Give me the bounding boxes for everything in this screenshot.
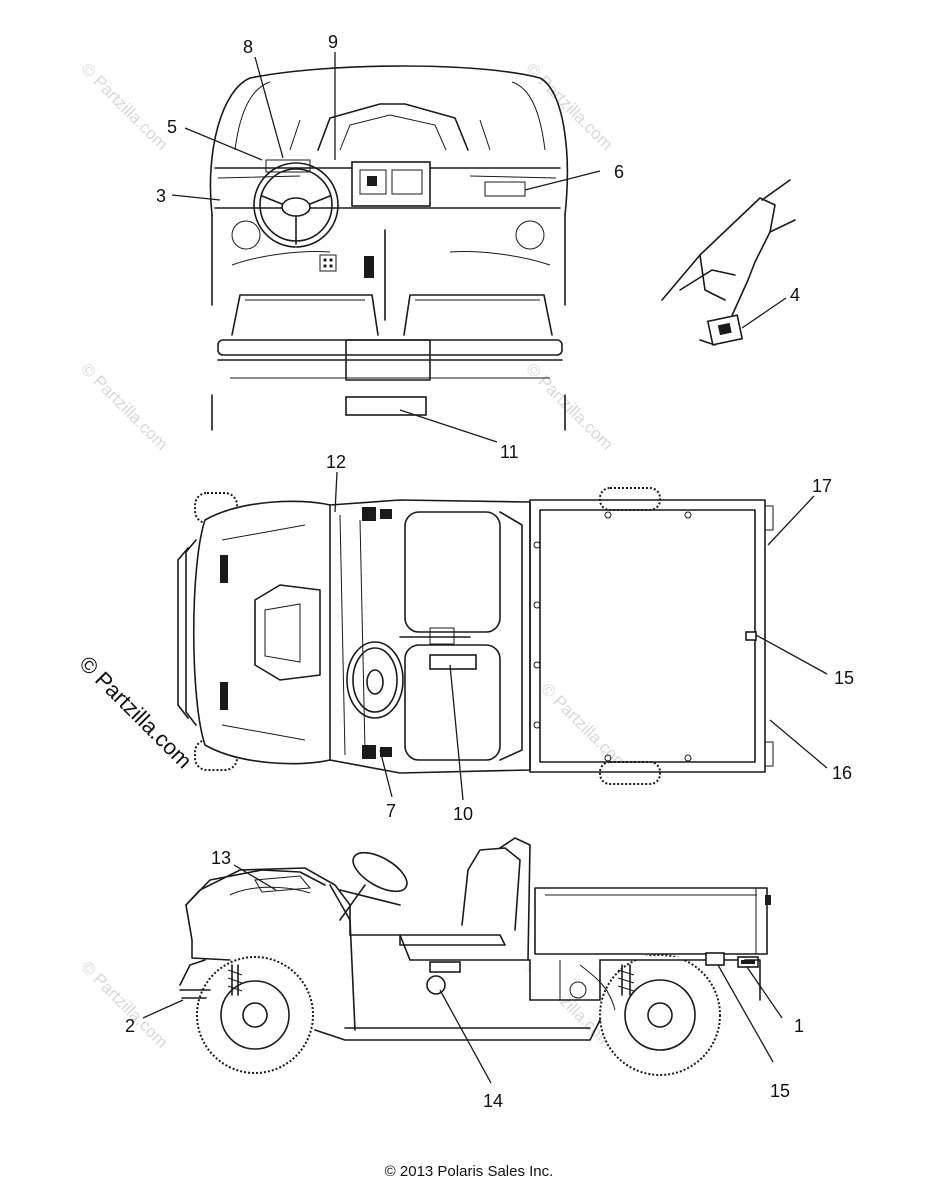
- callout-12: 12: [326, 452, 346, 472]
- copyright-text: © 2013 Polaris Sales Inc.: [384, 1163, 554, 1180]
- callout-3: 3: [156, 186, 166, 206]
- callout-6: 6: [614, 162, 624, 182]
- callout-7: 7: [386, 801, 396, 821]
- leader-lines: [142, 52, 828, 1084]
- callout-13: 13: [211, 848, 231, 868]
- callout-labels: 1 2 3 4 5 6 7 8 9 10 11 12 13 14 15 15 1…: [125, 32, 854, 1111]
- callout-16: 16: [832, 763, 852, 783]
- watermark-3: © Partzilla.com: [77, 359, 171, 453]
- watermark-4: © Partzilla.com: [522, 359, 616, 453]
- callout-14: 14: [483, 1091, 503, 1111]
- callout-11: 11: [500, 442, 519, 462]
- callout-10: 10: [453, 804, 473, 824]
- top-view: [177, 487, 774, 785]
- watermark-2: © Partzilla.com: [522, 59, 616, 153]
- callout-15-side: 15: [770, 1081, 790, 1101]
- callout-2: 2: [125, 1016, 135, 1036]
- hitch-detail: [661, 179, 796, 346]
- watermark-5: © Partzilla.com: [537, 679, 631, 773]
- callout-1: 1: [794, 1016, 804, 1036]
- callout-8: 8: [243, 37, 253, 57]
- callout-9: 9: [328, 32, 338, 52]
- callout-4: 4: [790, 285, 800, 305]
- watermark-6: © Partzilla.com: [77, 957, 171, 1051]
- callout-5: 5: [167, 117, 177, 137]
- callout-15-top: 15: [834, 668, 854, 688]
- callout-17: 17: [812, 476, 832, 496]
- watermark-1: © Partzilla.com: [77, 59, 171, 153]
- dashboard-view: [209, 65, 569, 431]
- side-view: [179, 837, 771, 1076]
